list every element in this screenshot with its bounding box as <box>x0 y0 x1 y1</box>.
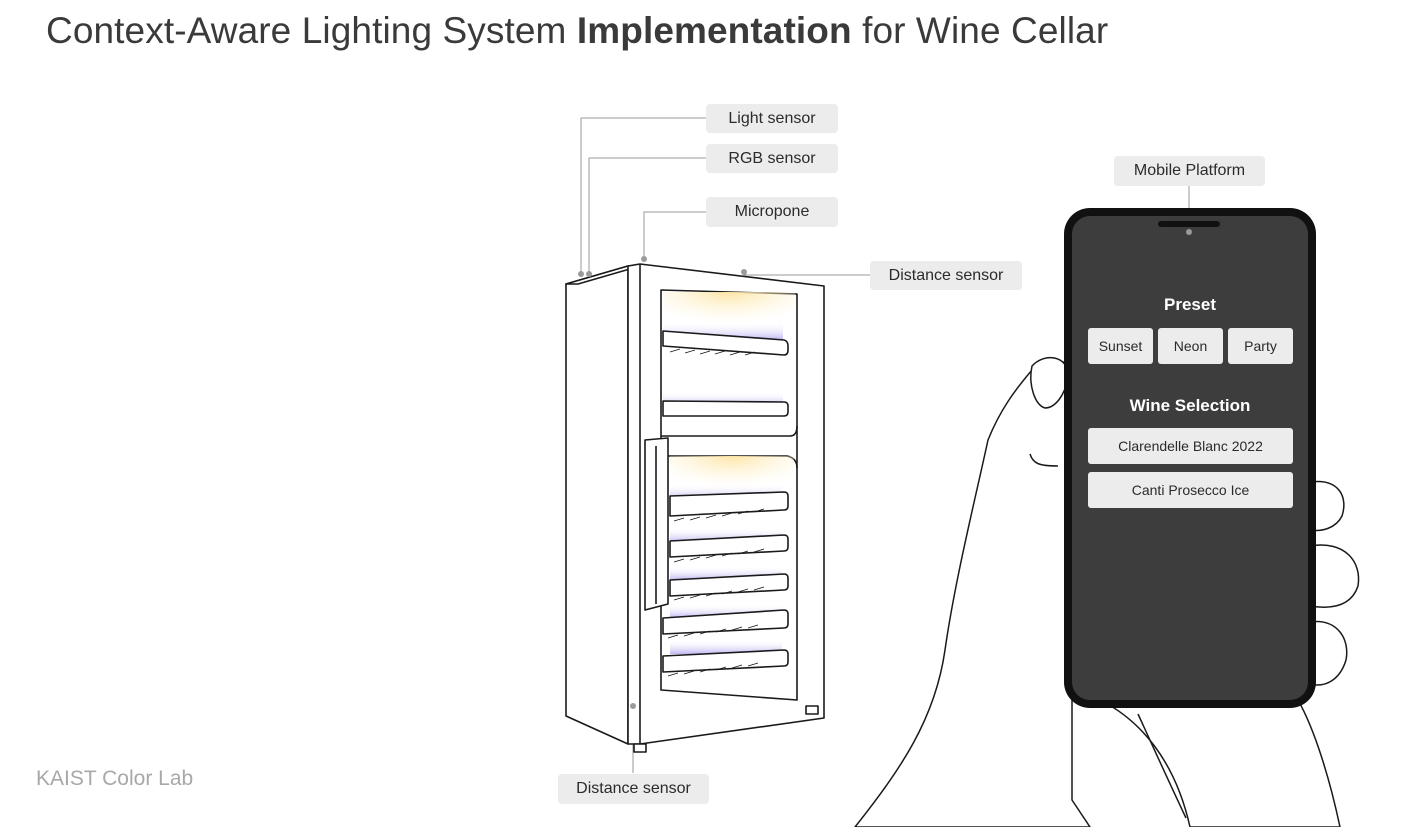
title-emphasis: Implementation <box>576 10 852 51</box>
label-mobile-platform: Mobile Platform <box>1114 156 1265 186</box>
shelves <box>662 330 789 673</box>
wine-button-canti[interactable]: Canti Prosecco Ice <box>1088 472 1293 508</box>
leader-light-sensor <box>580 117 706 274</box>
phone-app: Preset Sunset Neon Party Wine Selection … <box>1072 216 1308 698</box>
phone-speaker <box>1158 221 1220 227</box>
hand <box>854 356 1360 827</box>
preset-button-party[interactable]: Party <box>1228 328 1293 364</box>
wine-selection-title: Wine Selection <box>1129 396 1251 415</box>
label-rgb-sensor: RGB sensor <box>706 144 838 173</box>
leader-microphone <box>643 211 706 259</box>
bottle-hatching <box>667 348 765 677</box>
foot-right <box>805 705 819 715</box>
sensor-points <box>578 256 747 709</box>
title-part-1: Context-Aware Lighting System <box>46 10 577 51</box>
foot-left <box>633 743 647 753</box>
wine-cellar <box>565 263 825 753</box>
credit-text: KAIST Color Lab <box>36 767 194 790</box>
preset-button-sunset[interactable]: Sunset <box>1088 328 1153 364</box>
title-part-2: for Wine Cellar <box>851 10 1109 51</box>
leader-rgb-sensor <box>588 157 706 274</box>
page-title: Context-Aware Lighting System Implementa… <box>46 10 1108 52</box>
label-distance-sensor-bottom: Distance sensor <box>558 774 709 804</box>
label-microphone: Micropone <box>706 197 838 227</box>
label-distance-sensor-top: Distance sensor <box>870 261 1022 290</box>
cabinet-side <box>565 265 629 745</box>
wine-button-clarendelle[interactable]: Clarendelle Blanc 2022 <box>1088 428 1293 464</box>
preset-title: Preset <box>1164 295 1216 314</box>
leader-distance-top <box>743 272 870 276</box>
preset-button-neon[interactable]: Neon <box>1158 328 1223 364</box>
label-light-sensor: Light sensor <box>706 104 838 133</box>
